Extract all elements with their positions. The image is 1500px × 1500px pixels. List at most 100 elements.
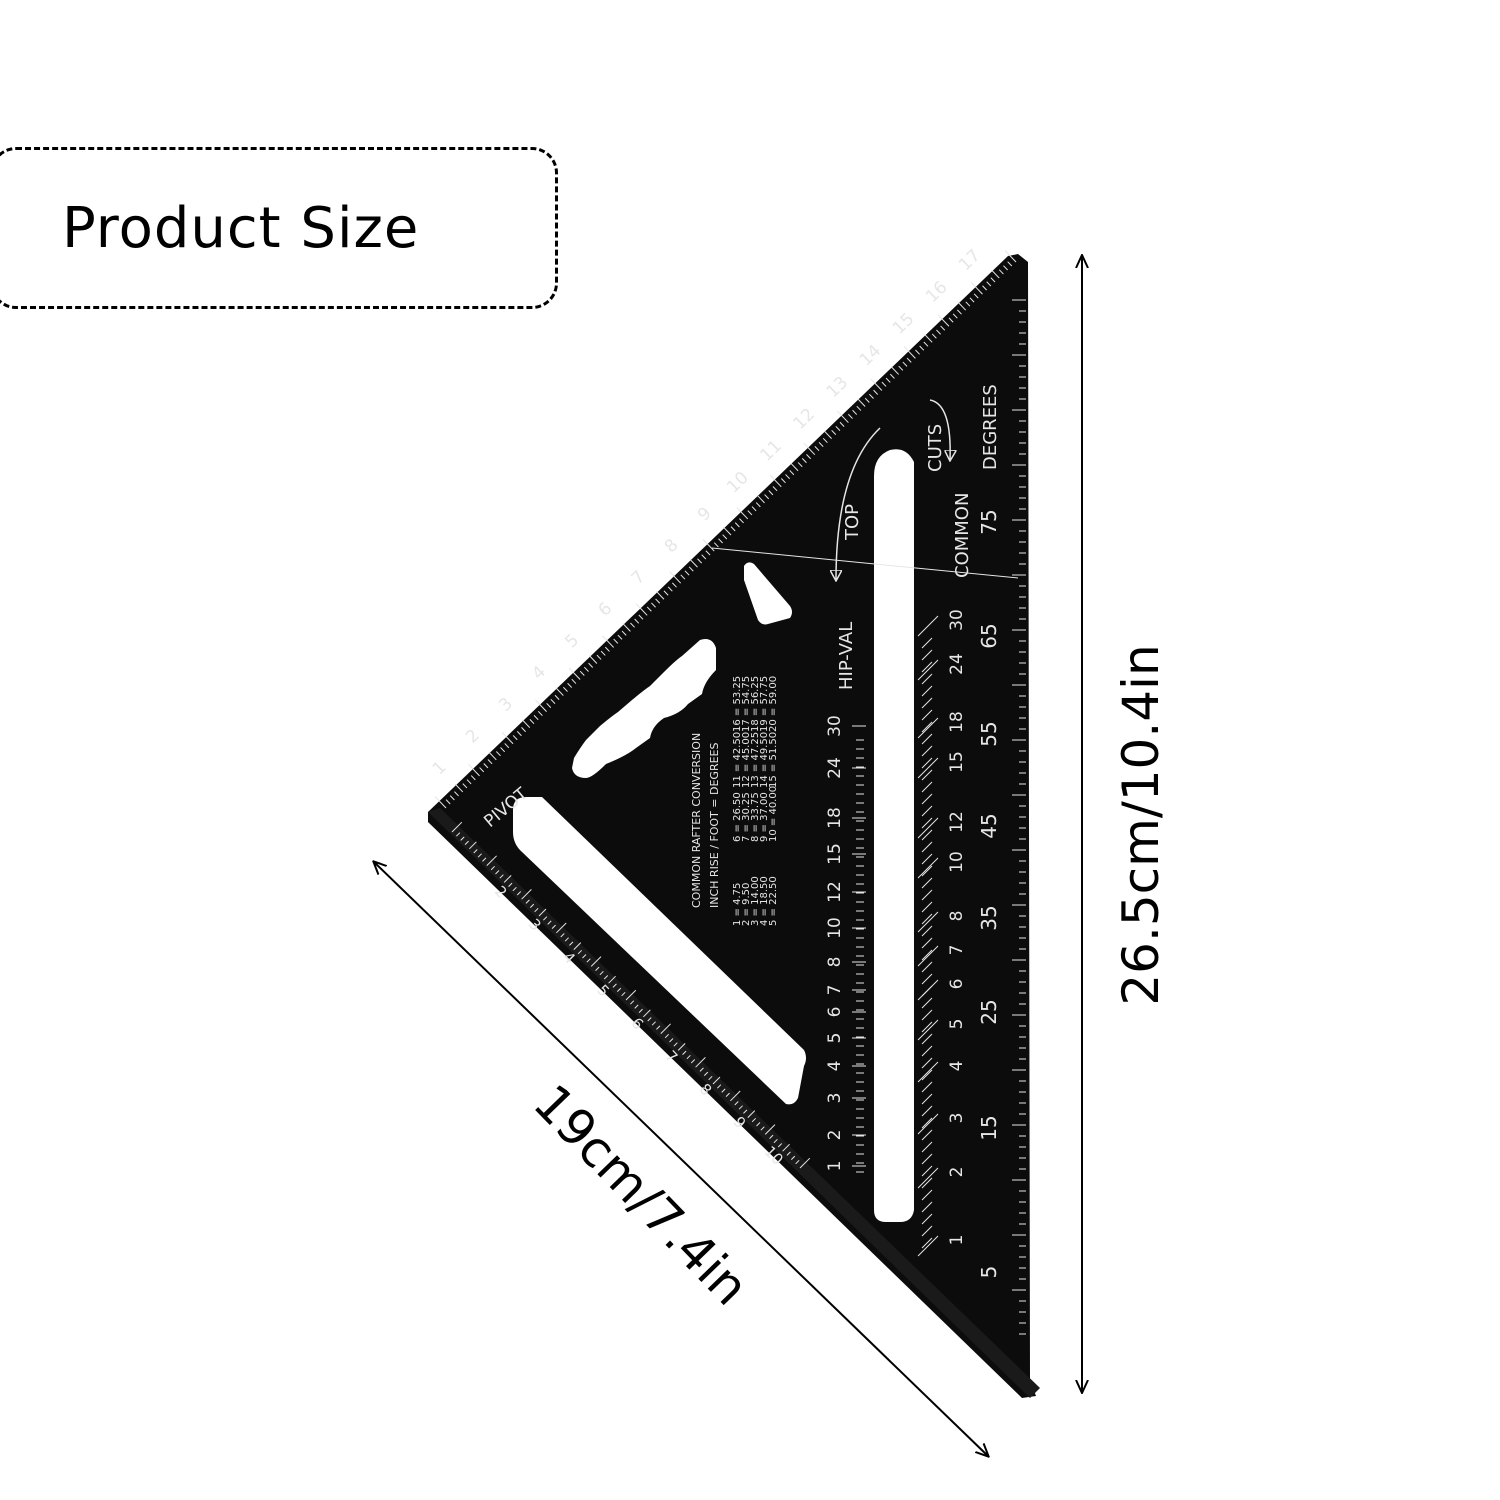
- tick-mark: [889, 373, 895, 379]
- hypotenuse-number: 12: [790, 404, 819, 433]
- tick-mark: [583, 666, 589, 672]
- height-dimension-label: 26.5cm/10.4in: [1112, 644, 1170, 1006]
- tick-mark: [688, 566, 694, 572]
- tick-mark: [921, 805, 933, 817]
- tick-mark: [634, 618, 640, 624]
- tick-mark: [768, 490, 774, 496]
- tick-mark: [702, 539, 715, 552]
- tick-mark: [479, 767, 485, 773]
- tick-mark: [613, 638, 619, 644]
- tick-mark: [546, 702, 552, 708]
- hypotenuse-number: 4: [528, 662, 550, 684]
- tick-mark: [468, 763, 480, 777]
- tick-mark: [554, 694, 560, 700]
- tick-mark: [469, 841, 477, 850]
- tick-mark: [736, 507, 749, 520]
- conversion-row: 13 = 47.25: [750, 732, 761, 788]
- tick-mark: [801, 458, 807, 464]
- tick-mark: [957, 301, 967, 311]
- common-scale-number: 15: [947, 751, 967, 773]
- tick-mark: [868, 393, 874, 399]
- tick-mark: [638, 614, 644, 620]
- conversion-row: 6 = 26.50: [732, 792, 743, 842]
- tick-mark: [898, 365, 904, 371]
- hip-scale-number: 5: [825, 1033, 845, 1044]
- degree-number: 15: [977, 1115, 1001, 1140]
- tick-mark: [535, 699, 547, 712]
- common-scale-number: 4: [947, 1061, 967, 1072]
- hypotenuse-number: 5: [561, 630, 583, 652]
- tick-mark: [814, 446, 820, 452]
- tick-mark: [1004, 250, 1017, 263]
- tick-mark: [921, 721, 933, 733]
- tick-mark: [454, 791, 459, 797]
- conversion-row: 16 = 53.25: [732, 676, 743, 732]
- tick-mark: [921, 841, 933, 853]
- tick-mark: [857, 398, 866, 407]
- common-scale-number: 12: [947, 811, 967, 833]
- tick-mark: [734, 522, 740, 528]
- tick-mark: [455, 832, 461, 837]
- tick-mark: [571, 678, 577, 684]
- tick-mark: [689, 558, 698, 568]
- cuts-arrow: [929, 399, 950, 460]
- tick-mark: [921, 745, 933, 757]
- tick-mark: [870, 378, 883, 391]
- tick-mark: [555, 687, 564, 696]
- tick-mark: [780, 478, 786, 484]
- tick-mark: [488, 751, 497, 761]
- tick-mark: [604, 646, 610, 652]
- tick-mark: [937, 314, 950, 327]
- tick-mark: [718, 538, 723, 544]
- tick-mark: [921, 829, 933, 841]
- tick-mark: [460, 836, 465, 841]
- tick-mark: [873, 389, 879, 395]
- tick-mark: [952, 313, 958, 319]
- conversion-row: 7 = 30.25: [741, 792, 752, 842]
- hip-scale-number: 15: [825, 843, 845, 865]
- conversion-row: 10 = 40.00: [768, 786, 779, 842]
- tick-mark: [701, 554, 707, 560]
- hip-scale-number: 6: [825, 1007, 845, 1018]
- tick-mark: [1007, 261, 1013, 267]
- tick-mark: [739, 518, 744, 524]
- tick-mark: [672, 582, 677, 588]
- common-scale-number: 8: [947, 911, 967, 922]
- tick-mark: [730, 526, 736, 532]
- small-slot-cutout: [744, 562, 792, 625]
- tick-mark: [971, 282, 983, 295]
- tick-mark: [529, 719, 535, 725]
- tick-mark: [836, 410, 849, 423]
- hypotenuse-number: 6: [595, 599, 617, 621]
- tick-mark: [756, 494, 765, 504]
- tick-mark: [588, 655, 598, 664]
- tick-mark: [856, 405, 862, 411]
- tick-mark: [772, 486, 778, 492]
- tick-mark: [537, 710, 543, 717]
- tick-mark: [462, 783, 468, 789]
- tick-mark: [917, 817, 939, 839]
- conversion-row: 12 = 45.00: [741, 732, 752, 788]
- tick-mark: [521, 727, 526, 733]
- tick-mark: [600, 650, 606, 656]
- tick-mark: [705, 550, 711, 556]
- conversion-row: 14 = 49.50: [759, 732, 770, 788]
- hypotenuse-number: 2: [462, 726, 484, 748]
- hypotenuse-number: 15: [889, 309, 918, 338]
- conversion-row: 20 = 59.00: [768, 676, 779, 732]
- degree-number: 75: [977, 509, 1001, 534]
- degree-number: 35: [977, 905, 1001, 930]
- hip-scale-number: 10: [825, 917, 845, 939]
- tick-mark: [697, 558, 703, 564]
- tick-mark: [948, 317, 954, 323]
- tick-mark: [973, 293, 979, 299]
- degree-number: 45: [977, 813, 1001, 838]
- tick-mark: [921, 733, 933, 745]
- common-scale-number: 30: [947, 609, 967, 631]
- tick-mark: [917, 717, 939, 739]
- tick-mark: [803, 442, 816, 456]
- common-scale-number: 24: [947, 653, 967, 675]
- tick-mark: [769, 474, 782, 488]
- tick-mark: [622, 623, 631, 632]
